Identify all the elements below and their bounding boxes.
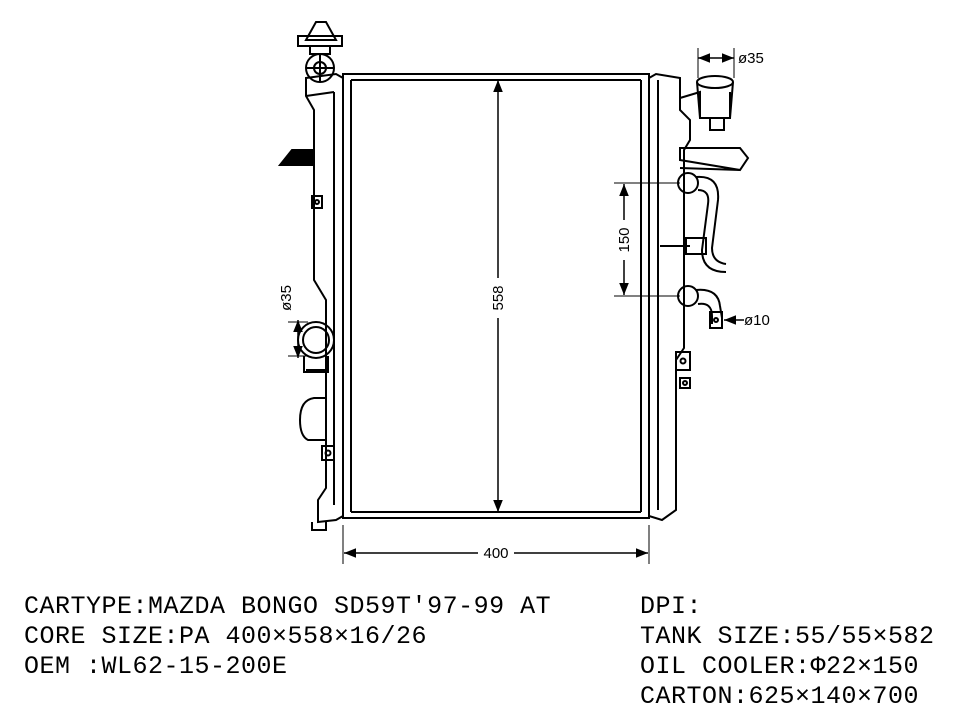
right-tank <box>648 72 750 522</box>
filler-cap <box>297 21 343 83</box>
left-outlet-pipe <box>297 321 335 373</box>
tank-size-line: TANK SIZE:55/55×582 <box>640 622 935 651</box>
left-tank <box>277 72 344 531</box>
inlet-diameter-label: ø35 <box>738 50 764 67</box>
cartype-line: CARTYPE:MAZDA BONGO SD59T'97-99 AT <box>24 592 552 621</box>
oil-cooler-fittings <box>660 172 727 329</box>
oil-fitting-diameter-label: ø10 <box>744 312 770 329</box>
outlet-diameter-label: ø35 <box>278 285 295 311</box>
right-pipe-dimension <box>697 48 735 78</box>
specs-left: CARTYPE:MAZDA BONGO SD59T'97-99 AT CORE … <box>24 592 551 682</box>
radiator-drawing: 558 400 150 ø35 ø35 ø10 <box>277 21 770 564</box>
oil-cooler-line: OIL COOLER:Φ22×150 <box>640 652 920 681</box>
core-height-label: 558 <box>490 285 507 310</box>
oem-line: OEM :WL62-15-200E <box>24 652 288 681</box>
specs-right: DPI: TANK SIZE:55/55×582 OIL COOLER:Φ22×… <box>640 592 935 712</box>
right-inlet-pipe <box>679 75 734 131</box>
dpi-line: DPI: <box>640 592 703 621</box>
core-width-label: 400 <box>483 545 508 562</box>
oil-cooler-spacing-label: 150 <box>616 227 633 252</box>
core-size-line: CORE SIZE:PA 400×558×16/26 <box>24 622 428 651</box>
carton-line: CARTON:625×140×700 <box>640 682 920 711</box>
left-pipe-dimension <box>288 320 308 358</box>
